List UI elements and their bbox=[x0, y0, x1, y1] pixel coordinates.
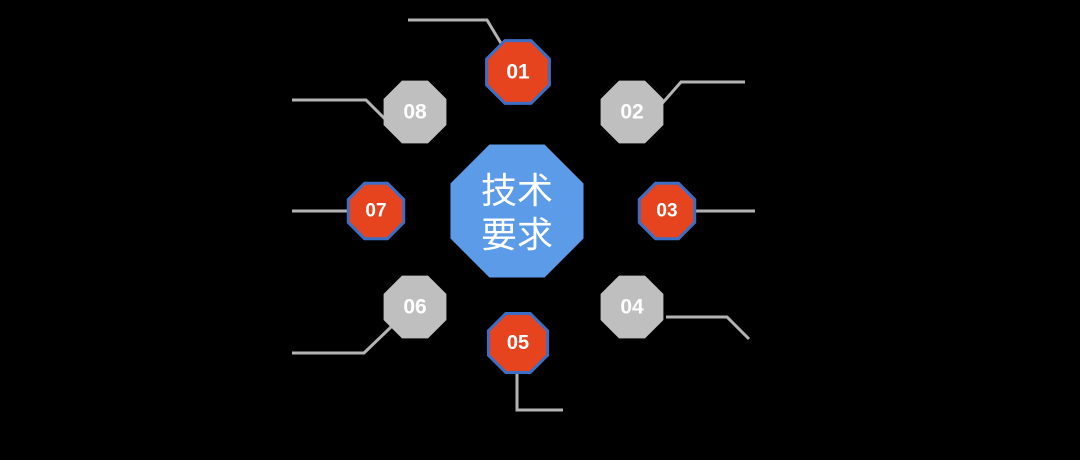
node-05-label: 05 bbox=[507, 332, 529, 354]
node-02[interactable]: 02 bbox=[600, 80, 664, 144]
node-06-label: 06 bbox=[403, 296, 426, 319]
connector-line-06 bbox=[292, 325, 393, 355]
center-octagon-shape[interactable] bbox=[450, 144, 584, 278]
node-06-octagon-shape[interactable] bbox=[383, 275, 447, 339]
node-02-label: 02 bbox=[620, 101, 643, 124]
connector-line-04 bbox=[666, 315, 751, 341]
node-01[interactable]: 01 bbox=[485, 39, 551, 105]
connector-line-05 bbox=[515, 374, 563, 412]
node-07[interactable]: 07 bbox=[346, 181, 406, 241]
center-label-line-2: 要求 bbox=[481, 214, 553, 255]
node-03[interactable]: 03 bbox=[637, 181, 697, 241]
node-08[interactable]: 08 bbox=[383, 80, 447, 144]
node-06[interactable]: 06 bbox=[383, 275, 447, 339]
node-05[interactable]: 05 bbox=[486, 311, 550, 375]
node-03-octagon-shape[interactable] bbox=[637, 181, 697, 241]
node-04[interactable]: 04 bbox=[600, 275, 664, 339]
node-04-octagon-shape[interactable] bbox=[600, 275, 664, 339]
node-03-label: 03 bbox=[656, 201, 677, 222]
node-05-octagon-shape[interactable] bbox=[486, 311, 550, 375]
center-label-line-1: 技术 bbox=[481, 170, 553, 211]
node-02-octagon-shape[interactable] bbox=[600, 80, 664, 144]
node-08-label: 08 bbox=[403, 101, 427, 124]
connector-line-01 bbox=[408, 18, 504, 46]
node-04-label: 04 bbox=[620, 296, 644, 319]
center-label: 技术要求 bbox=[481, 170, 553, 255]
node-08-octagon-shape[interactable] bbox=[383, 80, 447, 144]
numbered-nodes-group: 01 02 03 04 05 06 07 08 bbox=[346, 39, 697, 375]
node-01-label: 01 bbox=[506, 61, 530, 84]
connector-line-02 bbox=[657, 80, 745, 108]
node-01-octagon-shape[interactable] bbox=[485, 39, 551, 105]
node-07-octagon-shape[interactable] bbox=[346, 181, 406, 241]
center-hub-group: 技术要求 bbox=[450, 144, 584, 278]
node-07-label: 07 bbox=[365, 201, 386, 222]
connector-lines-group bbox=[292, 18, 755, 412]
connector-line-08 bbox=[292, 98, 392, 126]
